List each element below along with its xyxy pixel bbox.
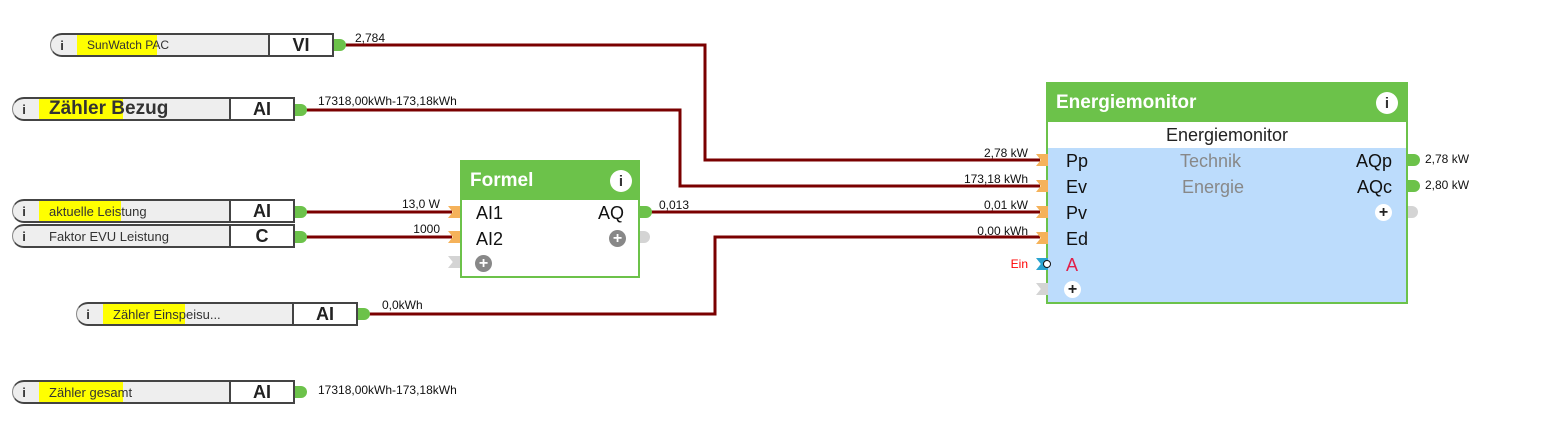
block-name: Zähler Einspeisu... — [113, 306, 221, 322]
wire-value: 0,013 — [659, 198, 690, 212]
input-block-faktor-evu[interactable]: i Faktor EVU Leistung C — [12, 224, 295, 248]
output-value: 17318,00kWh-173,18kWh — [318, 383, 457, 397]
output-port-empty[interactable] — [1408, 206, 1418, 218]
output-port[interactable] — [295, 386, 307, 398]
block-type: C — [229, 226, 293, 246]
port-a: A — [1066, 255, 1079, 275]
block-type: AI — [292, 304, 356, 324]
block-title: Energiemonitor — [1056, 92, 1197, 113]
wire-value: 1000 — [413, 222, 440, 236]
input-port[interactable] — [1036, 154, 1048, 166]
block-name: Zähler gesamt — [49, 384, 133, 400]
block-type: VI — [268, 35, 332, 55]
port-ed: Ed — [1066, 229, 1089, 249]
info-icon[interactable]: i — [610, 170, 632, 192]
output-port[interactable] — [1408, 180, 1420, 192]
info-icon[interactable]: i — [86, 306, 90, 322]
output-port[interactable] — [334, 39, 346, 51]
output-port[interactable] — [1408, 154, 1420, 166]
block-name: aktuelle Leistung — [49, 203, 147, 219]
output-port-empty[interactable] — [640, 231, 650, 243]
port-pv: Pv — [1066, 203, 1088, 223]
add-output-icon[interactable]: + — [1375, 204, 1392, 221]
wire-value: 0,00 kWh — [977, 224, 1028, 238]
output-port[interactable] — [295, 231, 307, 243]
port-ai2: AI2 — [476, 229, 504, 249]
add-output-icon[interactable]: + — [609, 230, 626, 247]
input-port[interactable] — [448, 231, 460, 243]
wire-sunwatch — [342, 43, 1040, 162]
input-block-aktuelle-leistung[interactable]: i aktuelle Leistung AI — [12, 199, 295, 223]
output-value: 2,78 kW — [1425, 152, 1470, 166]
block-name: SunWatch PAC — [87, 38, 170, 52]
output-value: 2,80 kW — [1425, 178, 1470, 192]
port-aqc: AQc — [1356, 177, 1392, 197]
wire-value: 2,784 — [355, 31, 386, 45]
info-icon[interactable]: i — [22, 228, 26, 244]
block-type: AI — [229, 99, 293, 119]
port-ev: Ev — [1066, 177, 1088, 197]
wire-value: 13,0 W — [401, 197, 440, 211]
energiemonitor-block[interactable]: Energiemonitor i Energiemonitor Pp Ev Pv… — [1046, 82, 1408, 304]
add-input-icon[interactable]: + — [1064, 281, 1081, 298]
input-port[interactable] — [1036, 232, 1048, 244]
info-icon[interactable]: i — [22, 384, 26, 400]
port-aqp: AQp — [1355, 151, 1392, 171]
info-icon[interactable]: i — [1376, 92, 1398, 114]
input-block-sunwatch[interactable]: i SunWatch PAC VI — [50, 33, 334, 57]
output-port[interactable] — [295, 206, 307, 218]
wire-value: 0,01 kW — [983, 198, 1028, 212]
input-port[interactable] — [1036, 180, 1048, 192]
formel-block[interactable]: Formel i AI1 AI2 AQ + + — [460, 160, 640, 278]
output-port[interactable] — [358, 308, 370, 320]
input-port[interactable] — [1036, 206, 1048, 218]
block-title: Formel — [470, 170, 534, 191]
wire-value: 17318,00kWh-173,18kWh — [318, 94, 457, 108]
wire-bezug — [303, 108, 1040, 188]
wire-einspeisung — [366, 235, 1040, 316]
info-icon[interactable]: i — [22, 101, 26, 117]
output-port[interactable] — [295, 104, 307, 116]
input-block-zaehler-einspeisung[interactable]: i Zähler Einspeisu... AI — [76, 302, 358, 326]
block-line-energie: Energie — [1182, 177, 1245, 197]
block-line-technik: Technik — [1180, 151, 1242, 171]
negation-icon — [1043, 260, 1051, 268]
block-name: Faktor EVU Leistung — [49, 228, 169, 244]
wire-value: 0,0kWh — [382, 298, 423, 312]
wire-value: 2,78 kW — [983, 146, 1028, 160]
input-block-zaehler-gesamt[interactable]: i Zähler gesamt AI — [12, 380, 295, 404]
block-type: AI — [229, 382, 293, 402]
wire-value: 173,18 kWh — [963, 172, 1028, 186]
block-type: AI — [229, 201, 293, 221]
info-icon[interactable]: i — [22, 203, 26, 219]
add-input-icon[interactable]: + — [475, 255, 492, 272]
output-port[interactable] — [640, 206, 652, 218]
input-value-ein: Ein — [1010, 257, 1028, 271]
input-port-empty[interactable] — [448, 256, 460, 268]
info-icon[interactable]: i — [60, 37, 64, 53]
input-block-zaehler-bezug[interactable]: i Zähler Bezug AI — [12, 97, 295, 121]
input-port-empty[interactable] — [1036, 283, 1048, 295]
block-name: Zähler Bezug — [49, 99, 169, 119]
block-subtitle: Energiemonitor — [1048, 122, 1406, 148]
input-port[interactable] — [448, 206, 460, 218]
port-ai1: AI1 — [476, 203, 504, 223]
port-pp: Pp — [1066, 151, 1089, 171]
port-aq: AQ — [597, 203, 624, 223]
